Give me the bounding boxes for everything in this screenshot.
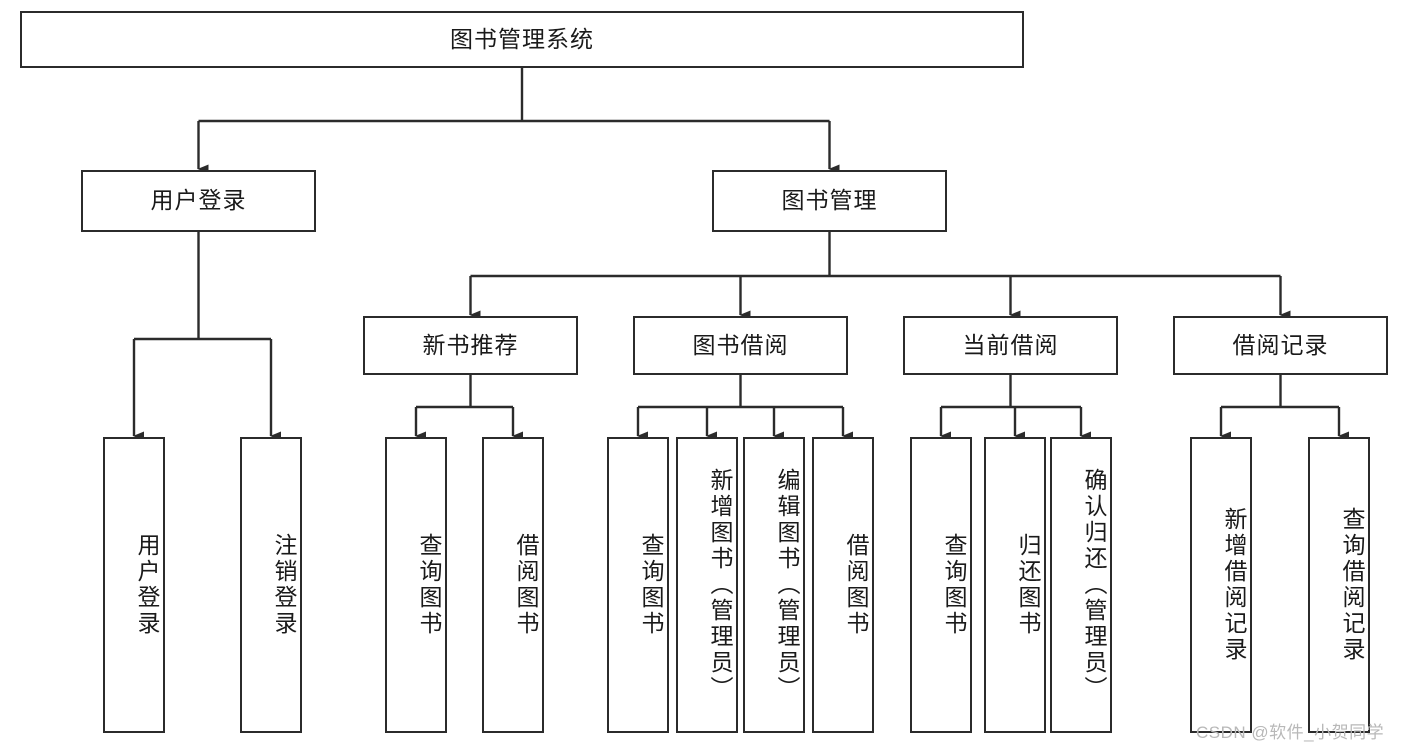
node-book_mgmt[interactable]: 图书管理	[712, 170, 947, 232]
node-label: 用户登录	[134, 533, 160, 637]
node-leaf_user_logout[interactable]: 注销登录	[240, 437, 302, 733]
node-label: 查询图书	[638, 533, 664, 637]
node-leaf_bw_edit[interactable]: 编辑图书（管理员）	[743, 437, 805, 733]
node-current[interactable]: 当前借阅	[903, 316, 1118, 375]
node-label: 借阅图书	[843, 533, 869, 637]
node-label: 借阅记录	[1232, 331, 1329, 358]
node-label: 归还图书	[1015, 533, 1041, 637]
node-label: 查询借阅记录	[1339, 507, 1365, 663]
node-label: 用户登录	[150, 187, 247, 214]
node-label: 新增借阅记录	[1221, 507, 1247, 663]
node-leaf_rec_query[interactable]: 查询借阅记录	[1308, 437, 1370, 733]
node-leaf_rec_add[interactable]: 新增借阅记录	[1190, 437, 1252, 733]
node-root[interactable]: 图书管理系统	[20, 11, 1024, 68]
node-label: 图书管理系统	[450, 25, 594, 52]
csdn-watermark: CSDN @软件_小贺同学	[1196, 723, 1385, 742]
node-label: 查询图书	[416, 533, 442, 637]
node-new_book[interactable]: 新书推荐	[363, 316, 578, 375]
node-label: 新增图书（管理员）	[707, 468, 733, 702]
node-leaf_bw_borrow[interactable]: 借阅图书	[812, 437, 874, 733]
node-label: 编辑图书（管理员）	[774, 468, 800, 702]
node-leaf_user_login[interactable]: 用户登录	[103, 437, 165, 733]
node-label: 查询图书	[941, 533, 967, 637]
node-label: 借阅图书	[513, 533, 539, 637]
node-label: 图书借阅	[692, 331, 789, 358]
node-leaf_cur_return[interactable]: 归还图书	[984, 437, 1046, 733]
node-records[interactable]: 借阅记录	[1173, 316, 1388, 375]
node-leaf_nb_query[interactable]: 查询图书	[385, 437, 447, 733]
node-leaf_bw_query[interactable]: 查询图书	[607, 437, 669, 733]
node-label: 新书推荐	[422, 331, 519, 358]
node-leaf_cur_query[interactable]: 查询图书	[910, 437, 972, 733]
node-borrow[interactable]: 图书借阅	[633, 316, 848, 375]
node-label: 确认归还（管理员）	[1081, 468, 1107, 702]
node-user_login[interactable]: 用户登录	[81, 170, 316, 232]
node-label: 当前借阅	[962, 331, 1059, 358]
node-label: 图书管理	[781, 187, 878, 214]
node-label: 注销登录	[271, 533, 297, 637]
node-leaf_nb_borrow[interactable]: 借阅图书	[482, 437, 544, 733]
node-leaf_cur_confirm[interactable]: 确认归还（管理员）	[1050, 437, 1112, 733]
node-leaf_bw_add[interactable]: 新增图书（管理员）	[676, 437, 738, 733]
